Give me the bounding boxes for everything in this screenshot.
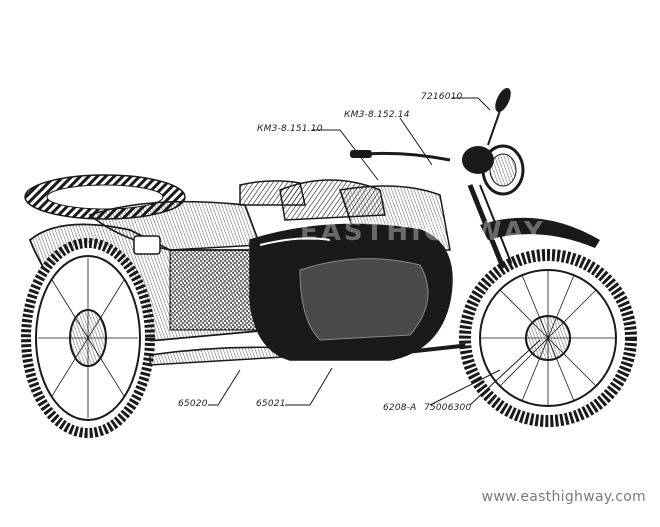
watermark-logo: EASTHIGHWAY <box>300 217 546 247</box>
callout-handlebar-left: КМЗ-8.151.10 <box>257 124 323 134</box>
watermark-url: www.easthighway.com <box>481 489 646 505</box>
sidecar-lamp-icon <box>133 235 161 255</box>
watermark-logo-text: EASTHIGHWAY <box>300 217 546 247</box>
front-wheel <box>459 249 637 427</box>
sidecar-wheel <box>21 238 155 438</box>
engine <box>339 185 451 251</box>
callout-sidecar-wheel: 65020 <box>178 399 208 409</box>
frame <box>149 343 471 366</box>
callout-tyre: 6208-A <box>383 403 417 413</box>
mirror-icon <box>487 87 511 146</box>
callout-sidecar-frame: 65021 <box>256 399 286 409</box>
callout-mirror: 7216010 <box>421 92 463 102</box>
callout-handlebar-right: КМЗ-8.152.14 <box>344 110 410 120</box>
leader-lines <box>208 97 541 406</box>
headlamp-icon <box>462 144 525 196</box>
spare-wheel <box>24 174 186 220</box>
callout-front-wheel: 75006300 <box>424 403 472 413</box>
fuel-tank <box>249 223 453 361</box>
handlebars <box>349 150 451 162</box>
